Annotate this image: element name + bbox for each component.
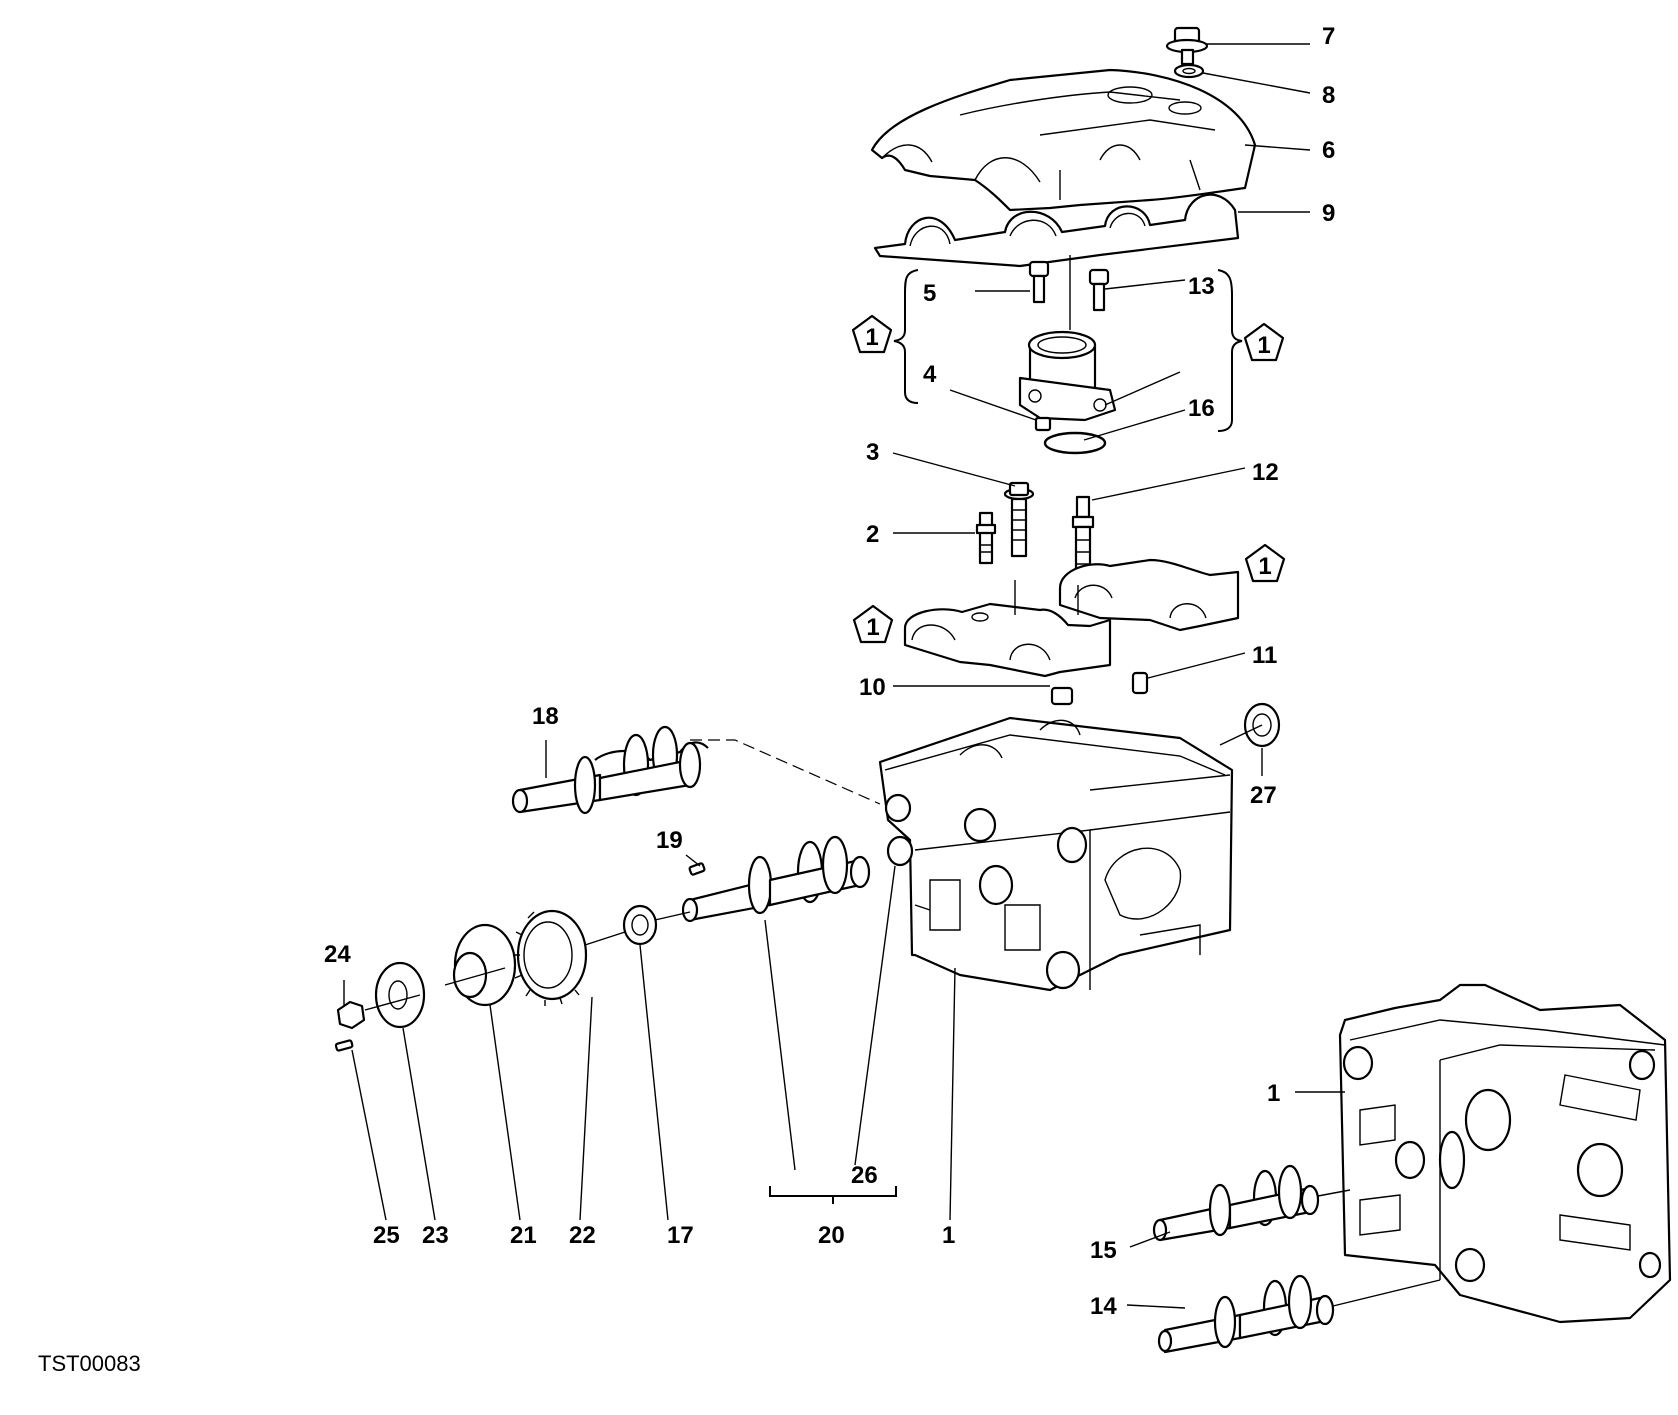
- part-15-axis-line: [1317, 1189, 1351, 1197]
- pipe-flange-assembly: [1018, 330, 1117, 422]
- callout-19: 19: [656, 827, 683, 854]
- part-8-washer: [1173, 63, 1205, 79]
- callout-24: 24: [324, 941, 351, 968]
- callout-10: 10: [859, 674, 886, 701]
- reference-symbol-left-cap: 1: [852, 604, 894, 644]
- reference-symbol-right-cap: 1: [1244, 543, 1286, 583]
- svg-text:1: 1: [1258, 553, 1271, 580]
- part-1-cylinder-head: [878, 716, 1234, 992]
- callout-25: 25: [373, 1222, 400, 1249]
- callout-14: 14: [1090, 1293, 1117, 1320]
- bracket-left: [893, 269, 919, 404]
- callout-22: 22: [569, 1222, 596, 1249]
- part-4-pin: [1034, 416, 1052, 432]
- part-25-pin: [334, 1039, 354, 1052]
- drawing-code: TST00083: [38, 1351, 141, 1376]
- callout-8: 8: [1322, 82, 1335, 109]
- callout-2: 2: [866, 521, 879, 548]
- part-7-cap-screw: [1165, 26, 1209, 66]
- part-6-head-cover: [870, 68, 1257, 212]
- bracket-right: [1217, 269, 1243, 432]
- callout-23: 23: [422, 1222, 449, 1249]
- reference-symbol-left-bracket: 1: [851, 314, 893, 354]
- callout-15: 15: [1090, 1237, 1117, 1264]
- part-26-plug: [886, 835, 914, 867]
- part-22-pulley: [513, 909, 588, 1006]
- callout-3: 3: [866, 439, 879, 466]
- callout-labels: 7 8 6 9 5 13 4 16 3 12 2 11 10 18 27 19 …: [324, 23, 1335, 1320]
- callout-7: 7: [1322, 23, 1335, 50]
- callout-13: 13: [1188, 273, 1215, 300]
- callout-26: 26: [851, 1162, 878, 1189]
- part-19-key: [688, 862, 706, 876]
- callout-6: 6: [1322, 137, 1335, 164]
- callout-20: 20: [818, 1222, 845, 1249]
- part-17-seal: [622, 904, 658, 946]
- callout-1: 1: [942, 1222, 955, 1249]
- callout-9: 9: [1322, 200, 1335, 227]
- part-20-camshaft: [681, 835, 871, 923]
- callout-16: 16: [1188, 395, 1215, 422]
- part-18-camshaft: [511, 725, 709, 815]
- part-11-dowel: [1131, 671, 1149, 695]
- part-14-axis-line: [1332, 1279, 1441, 1307]
- part-23-washer: [374, 961, 426, 1029]
- callout-18: 18: [532, 703, 559, 730]
- inset-cylinder-head: [1338, 983, 1672, 1324]
- part-24-nut: [336, 1000, 366, 1030]
- shaft-axis-lower: [364, 911, 691, 1011]
- callout-17: 17: [667, 1222, 694, 1249]
- part-2-stud: [975, 511, 997, 565]
- part-5-screw: [1028, 260, 1050, 304]
- part-13-screw: [1088, 268, 1110, 312]
- callout-12: 12: [1252, 459, 1279, 486]
- part-16-o-ring: [1043, 431, 1107, 455]
- part-3-bolt: [1003, 481, 1035, 558]
- callout-21: 21: [510, 1222, 537, 1249]
- part-21-hub: [452, 923, 517, 1007]
- svg-text:1: 1: [866, 614, 879, 641]
- part-10-dowel: [1050, 686, 1074, 706]
- camshaft-cap-left: [903, 602, 1112, 678]
- part-18-axis-line: [690, 739, 881, 805]
- part-9-cover-gasket: [873, 193, 1240, 268]
- reference-symbol-right-bracket: 1: [1243, 322, 1285, 362]
- callout-4: 4: [923, 361, 937, 388]
- callout-11: 11: [1252, 642, 1277, 669]
- part-14-camshaft: [1157, 1274, 1335, 1354]
- leader-lines: [343, 43, 1345, 1309]
- part-15-camshaft: [1152, 1164, 1320, 1242]
- callout-1-inset: 1: [1267, 1080, 1280, 1107]
- callout-27: 27: [1250, 782, 1277, 809]
- svg-text:1: 1: [865, 324, 878, 351]
- callout-5: 5: [923, 280, 936, 307]
- svg-text:1: 1: [1257, 332, 1270, 359]
- camshaft-cap-right: [1058, 558, 1240, 632]
